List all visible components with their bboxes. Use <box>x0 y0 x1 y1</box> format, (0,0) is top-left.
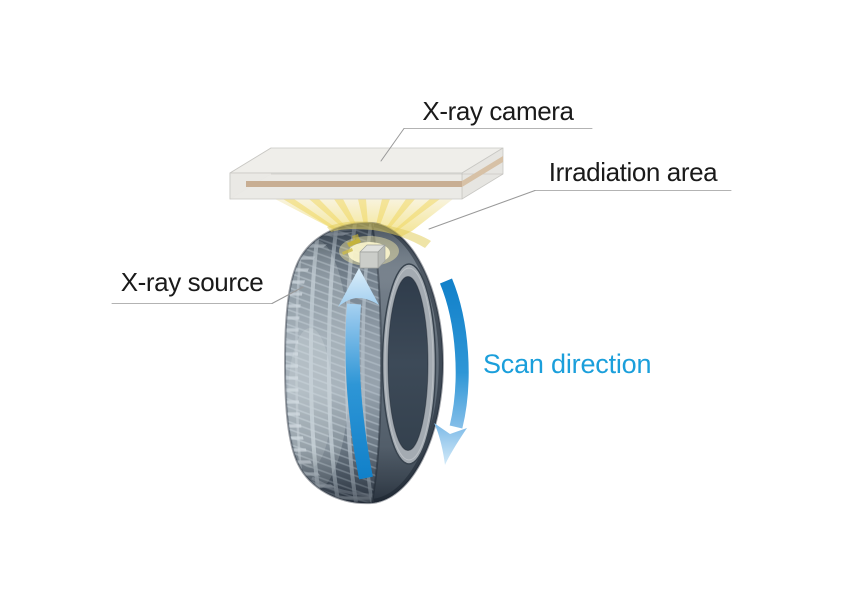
leader-lines <box>111 128 732 304</box>
detector-stripe <box>246 181 462 187</box>
xray-camera-panel <box>229 147 504 200</box>
xray-source-box <box>359 244 386 269</box>
label-xray-source: X-ray source <box>120 267 264 297</box>
label-scan-direction: Scan direction <box>483 349 652 379</box>
scan-down-arrow <box>434 278 469 465</box>
camera-leader-line <box>380 128 405 162</box>
irradiation-leader-line <box>428 190 536 230</box>
tire <box>283 221 445 505</box>
scan-up-arrow <box>338 268 379 480</box>
source-leader-line <box>271 286 304 304</box>
wheel-bore <box>387 276 429 451</box>
label-irradiation-area: Irradiation area <box>548 157 718 187</box>
label-xray-camera: X-ray camera <box>422 96 574 126</box>
